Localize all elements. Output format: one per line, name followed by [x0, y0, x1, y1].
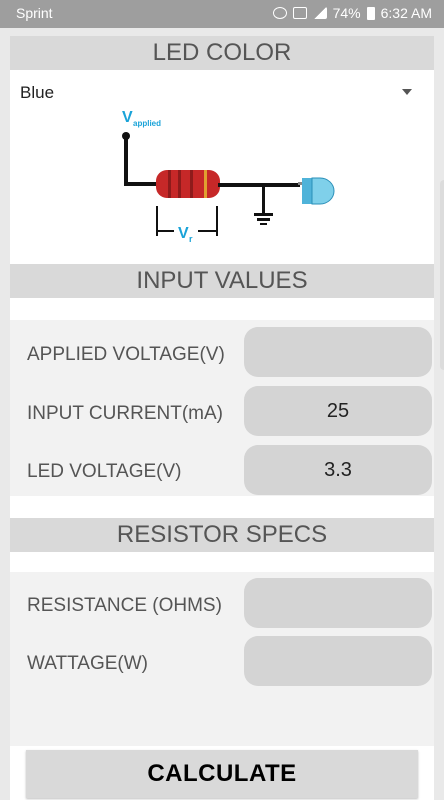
vr-bracket-line-right	[198, 230, 218, 232]
circuit-diagram-svg: V applied V r	[122, 109, 335, 244]
led-color-selected: Blue	[20, 83, 55, 102]
main-content: LED COLOR Blue V applied	[10, 36, 434, 800]
applied-voltage-symbol: V	[122, 109, 133, 126]
applied-voltage-field[interactable]	[244, 327, 432, 377]
resistor-band-1	[168, 170, 171, 198]
battery-icon	[366, 6, 375, 20]
input-current-field[interactable]: 25	[244, 386, 432, 436]
resistor-specs-title: RESISTOR SPECS	[116, 521, 328, 548]
resistor-band-3	[190, 170, 193, 198]
input-values-header: INPUT VALUES	[10, 264, 434, 298]
led-leg	[298, 182, 304, 185]
status-bar: Sprint 74% 6:32 AM	[0, 0, 444, 28]
vr-bracket-line-left	[156, 230, 174, 232]
signal-icon	[312, 7, 327, 19]
wattage-field[interactable]	[244, 636, 432, 686]
wattage-label: WATTAGE(W)	[27, 653, 149, 674]
vr-bracket-right	[216, 206, 218, 236]
led-voltage-field[interactable]: 3.3	[244, 445, 432, 495]
applied-voltage-subscript: applied	[133, 119, 161, 128]
led-color-dropdown[interactable]: Blue	[10, 78, 434, 106]
battery-percent: 74%	[332, 5, 361, 21]
input-current-label: INPUT CURRENT(mA)	[27, 403, 223, 424]
resistance-label: RESISTANCE (OHMS)	[27, 595, 222, 616]
resistor-specs-header: RESISTOR SPECS	[10, 518, 434, 552]
vr-bracket-left	[156, 206, 158, 236]
led-color-title: LED COLOR	[152, 39, 292, 66]
resistor-specs-section: RESISTANCE (OHMS) WATTAGE(W)	[10, 572, 434, 746]
applied-node-icon	[122, 132, 130, 140]
calculate-button[interactable]: CALCULATE	[26, 750, 418, 798]
input-values-section: APPLIED VOLTAGE(V) INPUT CURRENT(mA) 25 …	[10, 320, 434, 496]
resistor-band-2	[178, 170, 181, 198]
calculate-label: CALCULATE	[147, 760, 297, 787]
dropdown-arrow-icon	[402, 89, 412, 95]
ground-bar-2	[257, 218, 270, 221]
resistor-voltage-symbol: V	[178, 225, 189, 242]
right-wire	[218, 183, 300, 187]
led-icon	[311, 177, 335, 205]
status-right: 74% 6:32 AM	[272, 5, 432, 21]
resistor-band-4	[204, 170, 207, 198]
led-voltage-label: LED VOLTAGE(V)	[27, 461, 182, 482]
resistor-voltage-subscript: r	[189, 234, 193, 244]
resistance-field[interactable]	[244, 578, 432, 628]
ground-bar-3	[260, 223, 267, 225]
led-color-header: LED COLOR	[10, 36, 434, 70]
scroll-indicator[interactable]	[440, 180, 444, 370]
applied-voltage-label: APPLIED VOLTAGE(V)	[27, 344, 225, 365]
applied-wire	[124, 134, 128, 184]
led-rim	[302, 178, 314, 204]
carrier-label: Sprint	[16, 5, 53, 21]
ground-icon	[254, 213, 273, 216]
input-values-title: INPUT VALUES	[136, 267, 308, 294]
mute-icon	[272, 7, 287, 19]
lte-icon	[292, 7, 307, 19]
resistor-icon	[156, 170, 220, 198]
circuit-diagram: V applied V r	[106, 104, 340, 256]
clock: 6:32 AM	[380, 5, 432, 21]
ground-wire	[262, 187, 265, 213]
left-wire	[124, 182, 158, 186]
